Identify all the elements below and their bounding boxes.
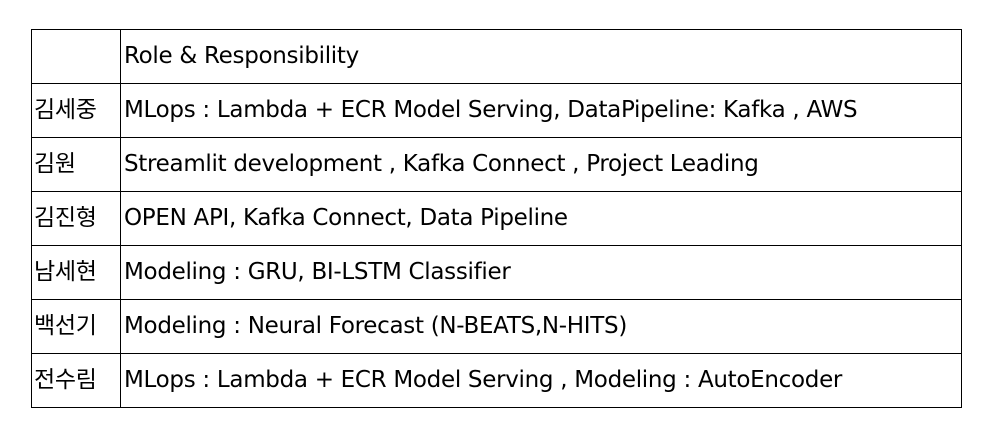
member-name-cell: 남세현 — [31, 245, 121, 300]
header-role-cell: Role & Responsibility — [120, 29, 962, 84]
member-name-cell: 전수림 — [31, 353, 121, 408]
table-row: 백선기 Modeling : Neural Forecast (N-BEATS,… — [31, 299, 962, 354]
member-role-cell: Streamlit development , Kafka Connect , … — [120, 137, 962, 192]
member-role-cell: OPEN API, Kafka Connect, Data Pipeline — [120, 191, 962, 246]
member-role-cell: Modeling : Neural Forecast (N-BEATS,N-HI… — [120, 299, 962, 354]
table-row: 남세현 Modeling : GRU, BI-LSTM Classifier — [31, 245, 962, 300]
table-row: 전수림 MLops : Lambda + ECR Model Serving ,… — [31, 353, 962, 408]
member-name-cell: 김진형 — [31, 191, 121, 246]
table-row: 김세중 MLops : Lambda + ECR Model Serving, … — [31, 83, 962, 138]
header-name-cell — [31, 29, 121, 84]
member-name-cell: 백선기 — [31, 299, 121, 354]
table-header-row: Role & Responsibility — [31, 29, 962, 84]
member-role-cell: Modeling : GRU, BI-LSTM Classifier — [120, 245, 962, 300]
table-row: 김진형 OPEN API, Kafka Connect, Data Pipeli… — [31, 191, 962, 246]
member-role-cell: MLops : Lambda + ECR Model Serving , Mod… — [120, 353, 962, 408]
member-name-cell: 김세중 — [31, 83, 121, 138]
member-role-cell: MLops : Lambda + ECR Model Serving, Data… — [120, 83, 962, 138]
table-row: 김원 Streamlit development , Kafka Connect… — [31, 137, 962, 192]
roles-table: Role & Responsibility 김세중 MLops : Lambda… — [31, 29, 962, 408]
member-name-cell: 김원 — [31, 137, 121, 192]
